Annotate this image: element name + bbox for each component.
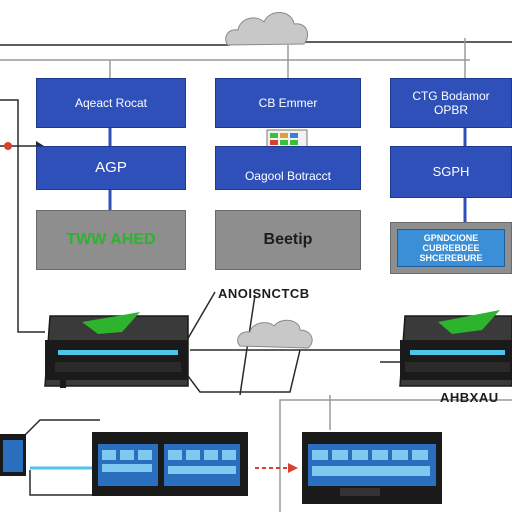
box-col1-bottom-label: TWW AHED bbox=[66, 231, 156, 248]
center-label: ANOISNCTCB bbox=[218, 286, 310, 301]
box-col2-top: CB Emmer bbox=[215, 78, 361, 128]
box-col1-mid-label: AGP bbox=[95, 159, 127, 176]
box-col3-mid: SGPH bbox=[390, 146, 512, 198]
bottom-left-link bbox=[19, 419, 100, 441]
monitor-panel-icon bbox=[92, 432, 248, 496]
bottom-right-link bbox=[279, 399, 512, 512]
box-col2-top-label: CB Emmer bbox=[258, 96, 318, 110]
box-col1-top: Aqeact Rocat bbox=[36, 78, 186, 128]
box-col2-mid: Oagool Botracct bbox=[215, 146, 361, 190]
box-col2-mid-label: Oagool Botracct bbox=[244, 169, 332, 183]
network-device-icon bbox=[44, 312, 189, 388]
cloud-icon bbox=[237, 319, 313, 349]
cloud-icon bbox=[225, 12, 309, 46]
monitor-panel-icon bbox=[0, 434, 26, 476]
box-col2-bottom: Beetip bbox=[215, 210, 361, 270]
box-col3-top-label-line2: OPBR bbox=[433, 103, 468, 117]
center-loop-line bbox=[169, 349, 301, 393]
box-col2-bottom-label: Beetip bbox=[263, 231, 313, 248]
box-col3-top-label: CTG Bodamor bbox=[412, 89, 490, 103]
box-col1-bottom: TWW AHED bbox=[36, 210, 186, 270]
box-col3-top: CTG Bodamor OPBR bbox=[390, 78, 512, 128]
right-label: AHBXAU bbox=[440, 390, 499, 405]
box-col1-mid: AGP bbox=[36, 146, 186, 190]
network-device-icon bbox=[399, 310, 512, 387]
box-col1-top-label: Aqeact Rocat bbox=[74, 96, 148, 110]
box-col3-bottom-screen: GPNDCIONE CUBREBDEE SHCEREBURE bbox=[397, 229, 505, 267]
monitor-panel-icon bbox=[302, 432, 442, 504]
box-col3-bottom-label: GPNDCIONE CUBREBDEE SHCEREBURE bbox=[419, 233, 483, 263]
connector-lines bbox=[0, 38, 512, 512]
box-col3-mid-label: SGPH bbox=[432, 164, 470, 179]
box-col3-bottom: GPNDCIONE CUBREBDEE SHCEREBURE bbox=[390, 222, 512, 274]
left-node-dot bbox=[4, 142, 12, 150]
arrow-right-icon bbox=[255, 463, 298, 473]
left-bracket-line bbox=[0, 99, 45, 333]
bottom-left-bracket bbox=[29, 470, 100, 496]
